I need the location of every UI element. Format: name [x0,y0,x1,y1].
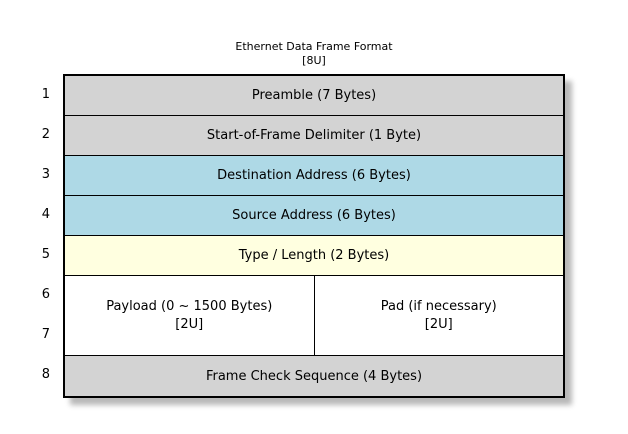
diagram-title: Ethernet Data Frame Format [8U] [63,40,565,68]
frame-row-payload-pad: Payload (0 ~ 1500 Bytes) [2U] Pad (if ne… [65,276,563,356]
frame-row-label: Type / Length (2 Bytes) [238,248,390,263]
slot-number-1: 1 [41,86,50,102]
frame-row-type-length: Type / Length (2 Bytes) [65,236,563,276]
frame-row-preamble: Preamble (7 Bytes) [65,76,563,116]
frame-cell-pad: Pad (if necessary) [2U] [315,276,564,355]
frame-cell-payload: Payload (0 ~ 1500 Bytes) [2U] [65,276,315,355]
frame-row-label: Preamble (7 Bytes) [251,88,377,103]
frame-cell-label: Pad (if necessary) [380,298,497,314]
frame-row-destination-address: Destination Address (6 Bytes) [65,156,563,196]
frame-row-source-address: Source Address (6 Bytes) [65,196,563,236]
frame-box: Preamble (7 Bytes) Start-of-Frame Delimi… [63,74,565,398]
frame-row-label: Source Address (6 Bytes) [232,208,396,223]
frame-row-frame-check-sequence: Frame Check Sequence (4 Bytes) [65,356,563,396]
slot-number-3: 3 [41,166,50,182]
slot-number-6: 6 [41,286,50,302]
frame-cell-label: Payload (0 ~ 1500 Bytes) [106,298,273,314]
diagram-title-line1: Ethernet Data Frame Format [235,40,393,53]
frame-cell-sublabel: [2U] [424,316,453,332]
frame-row-label: Destination Address (6 Bytes) [217,168,411,183]
slot-number-column: 1 2 3 4 5 6 7 8 [0,74,50,394]
diagram-title-line2: [8U] [302,54,326,67]
slot-number-2: 2 [41,126,50,142]
frame-row-start-of-frame-delimiter: Start-of-Frame Delimiter (1 Byte) [65,116,563,156]
slot-number-8: 8 [41,366,50,382]
frame-row-label: Frame Check Sequence (4 Bytes) [205,368,423,384]
slot-number-5: 5 [41,246,50,262]
frame-cell-sublabel: [2U] [175,316,204,332]
slot-number-4: 4 [41,206,50,222]
frame-row-label: Start-of-Frame Delimiter (1 Byte) [206,128,422,143]
slot-number-7: 7 [41,326,50,342]
